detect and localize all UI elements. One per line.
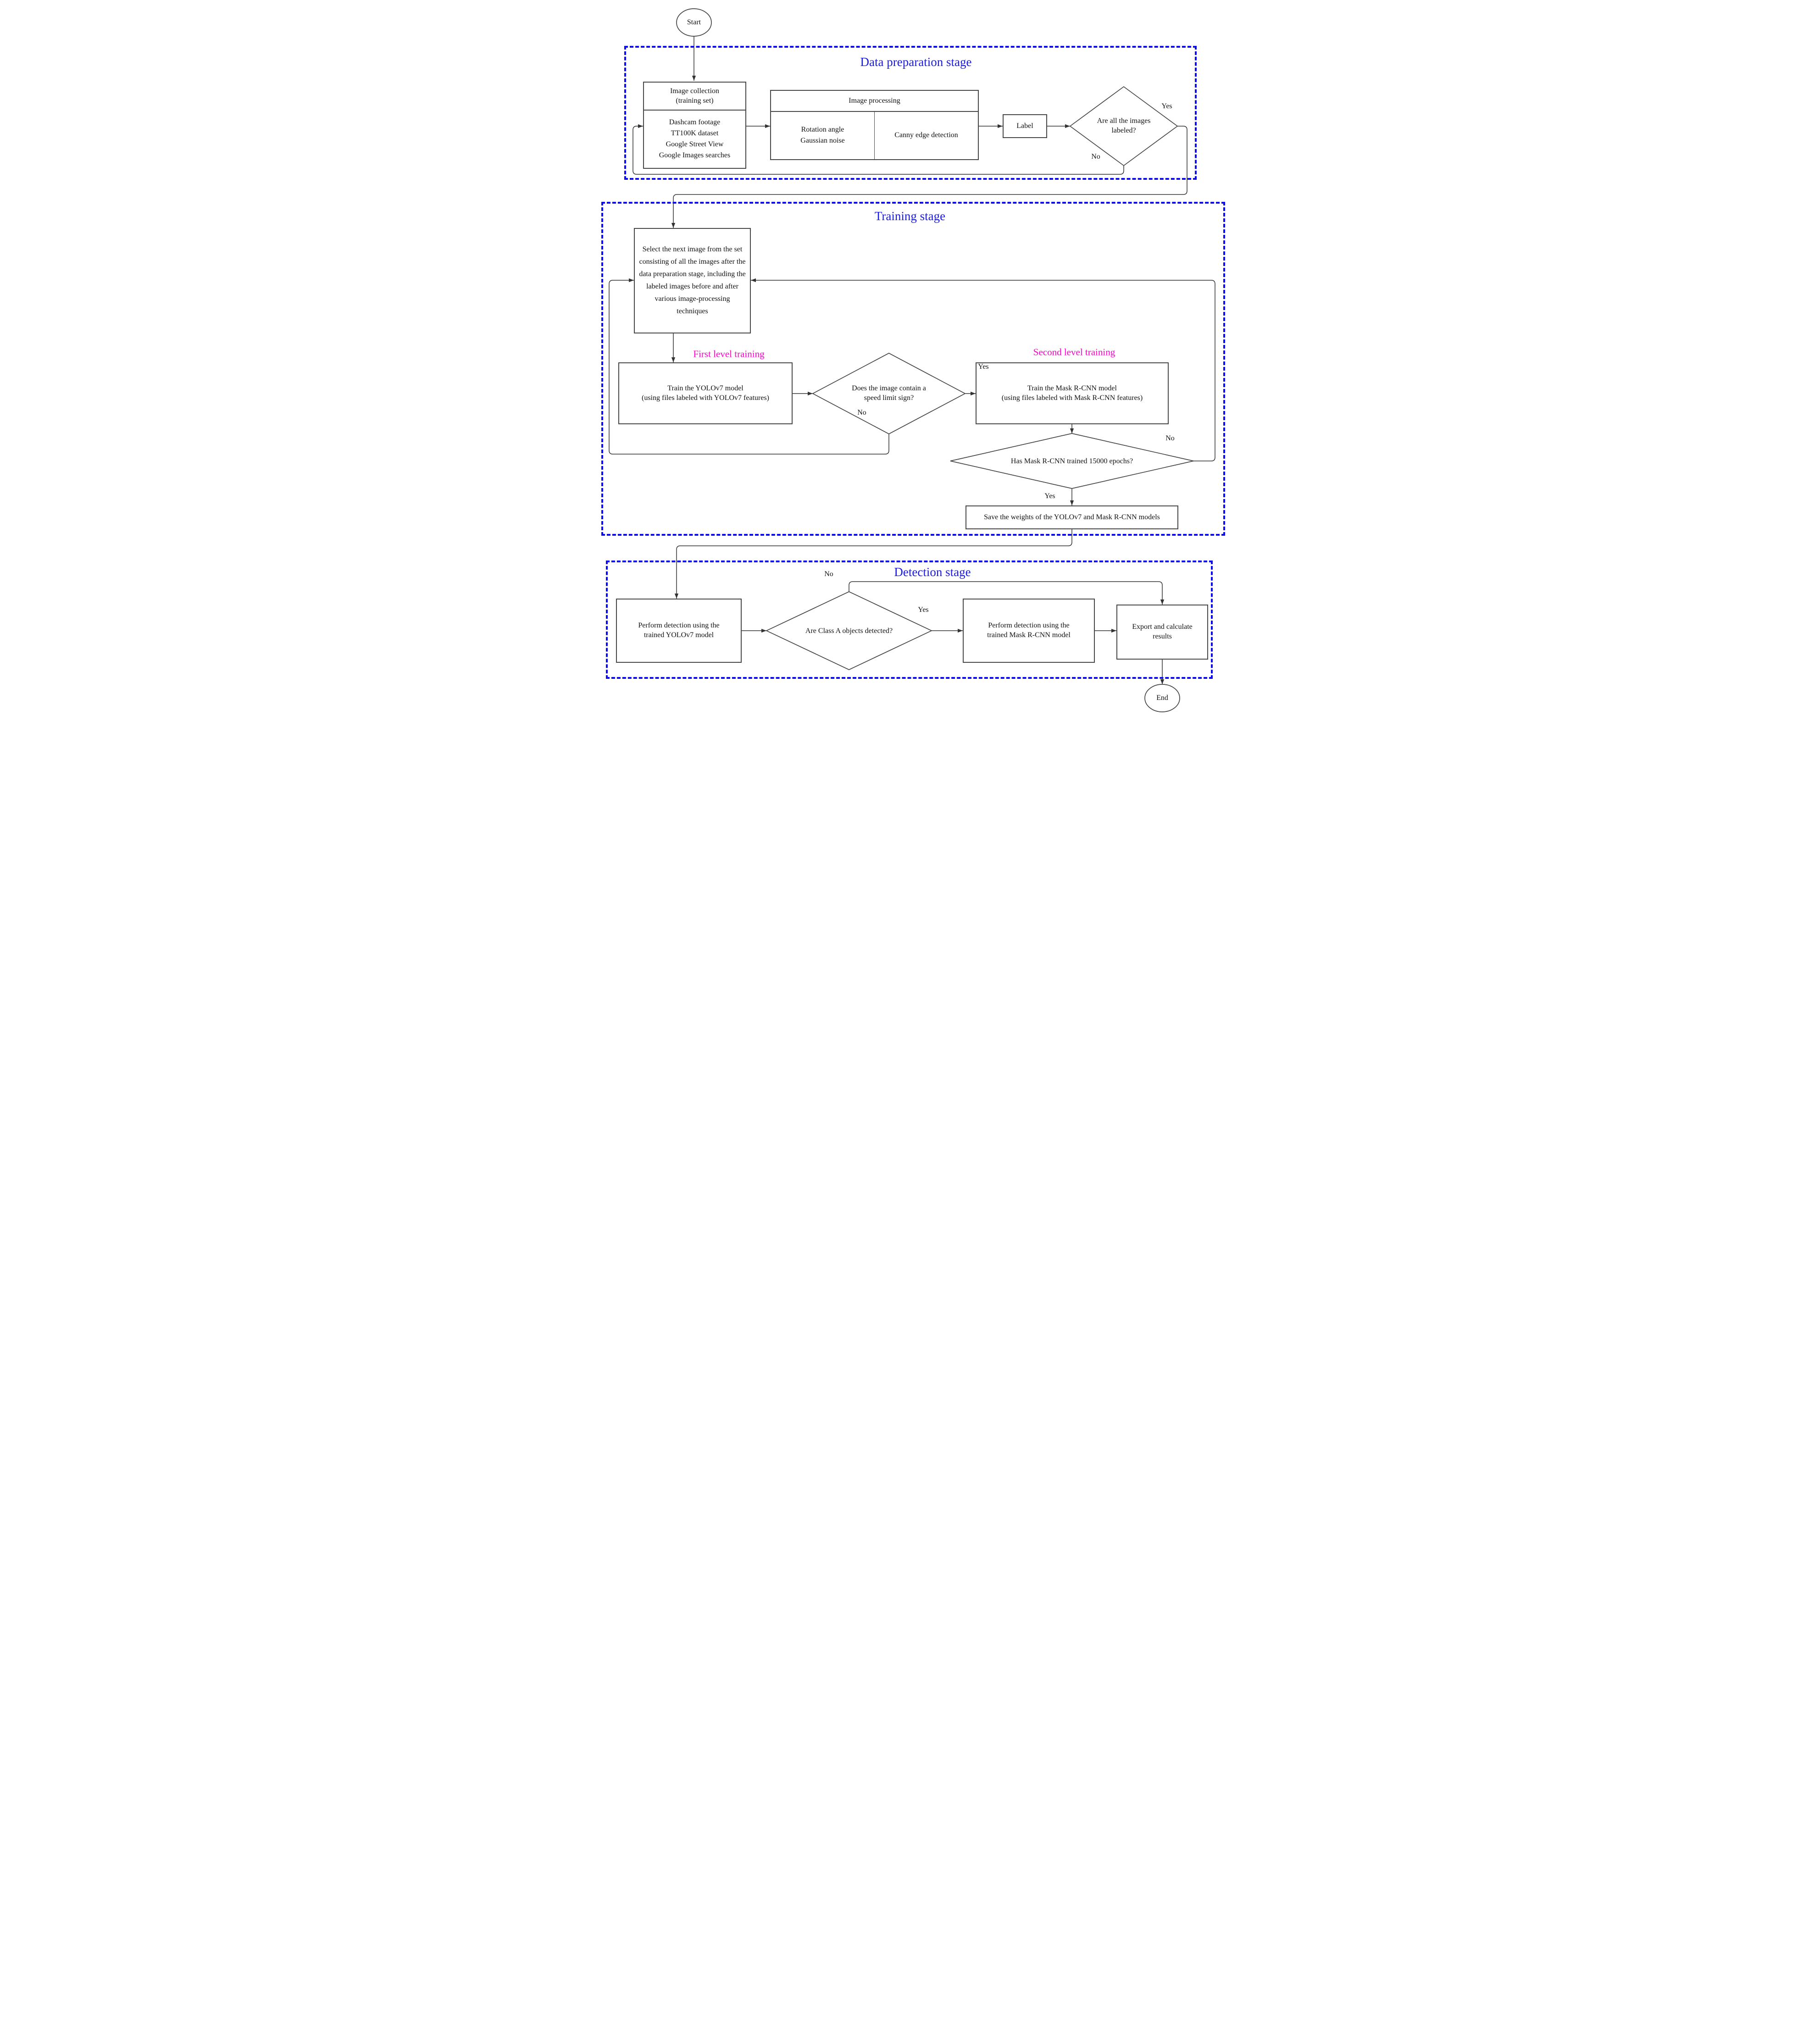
train-yolov7-line1: Train the YOLOv7 model — [667, 384, 744, 392]
edge-label-speed-limit-yes: Yes — [978, 363, 989, 371]
edge-speed-no-loop — [609, 278, 889, 455]
classa-decision-diamond — [766, 591, 932, 670]
node-select-next-image: Select the next image from the set consi… — [634, 228, 751, 333]
second-level-training-label: Second level training — [1033, 346, 1115, 358]
train-yolov7-line2: (using files labeled with YOLOv7 feature… — [642, 394, 769, 402]
node-image-processing: Image processing Rotation angle Gaussian… — [770, 90, 979, 160]
image-processing-header: Image processing — [771, 91, 978, 112]
image-source-item: Dashcam footage — [669, 118, 721, 127]
label-node-text: Label — [1016, 122, 1033, 130]
select-next-image-text: Select the next image from the set consi… — [639, 245, 746, 315]
save-weights-text: Save the weights of the YOLOv7 and Mask … — [984, 513, 1160, 521]
stage-detection: Detection stage — [606, 561, 1213, 679]
edge-all-labeled-yes-to-select — [671, 126, 1187, 228]
edge-label-epochs-no: No — [1165, 434, 1175, 442]
train-mask-rcnn-line1: Train the Mask R-CNN model — [1027, 384, 1117, 392]
train-mask-rcnn-line2: (using files labeled with Mask R-CNN fea… — [1001, 394, 1143, 402]
image-collection-header-line1: Image collection — [670, 87, 720, 95]
image-collection-sources: Dashcam footage TT100K dataset Google St… — [644, 111, 745, 168]
detect-mask-rcnn-line2: trained Mask R-CNN model — [987, 631, 1071, 639]
processing-technique: Gaussian noise — [800, 137, 845, 144]
speed-limit-decision-diamond — [812, 353, 966, 434]
edge-label-class-a-no: No — [824, 570, 833, 578]
stage-title-data-preparation: Data preparation stage — [860, 55, 972, 69]
node-train-mask-rcnn: Train the Mask R-CNN model (using files … — [976, 362, 1169, 424]
image-collection-header-line2: (training set) — [676, 96, 714, 105]
node-detect-mask-rcnn: Perform detection using the trained Mask… — [963, 599, 1095, 663]
all-labeled-decision-diamond — [1069, 86, 1178, 167]
first-level-training-label: First level training — [693, 348, 765, 360]
image-processing-cell-rotation-noise: Rotation angle Gaussian noise — [771, 112, 875, 159]
edge-label-class-a-yes: Yes — [918, 606, 929, 614]
node-train-yolov7: Train the YOLOv7 model (using files labe… — [618, 362, 793, 424]
start-terminal-ellipse — [676, 8, 712, 37]
detect-yolov7-line1: Perform detection using the — [638, 622, 720, 630]
processing-technique: Rotation angle — [801, 126, 844, 134]
end-terminal-label: End — [1156, 694, 1168, 702]
image-processing-cell-canny: Canny edge detection — [875, 112, 978, 159]
edge-label-speed-limit-no: No — [857, 409, 866, 416]
decision-class-a-detected: Are Class A objects detected? — [805, 627, 893, 635]
node-save-weights: Save the weights of the YOLOv7 and Mask … — [965, 505, 1178, 529]
edge-classa-no-loop — [849, 581, 1165, 605]
export-results-line1: Export and calculate — [1132, 623, 1193, 631]
stage-title-training: Training stage — [874, 209, 946, 223]
stage-title-detection: Detection stage — [894, 565, 971, 579]
image-source-item: Google Images searches — [659, 151, 731, 159]
node-detect-yolov7: Perform detection using the trained YOLO… — [616, 599, 742, 663]
end-terminal-ellipse — [1144, 684, 1180, 712]
edge-label-all-labeled-yes: Yes — [1161, 102, 1172, 110]
image-collection-header: Image collection (training set) — [644, 83, 745, 111]
image-processing-cells: Rotation angle Gaussian noise Canny edge… — [771, 112, 978, 159]
edge-label-all-labeled-no: No — [1091, 153, 1100, 161]
edge-all-labeled-no-loop — [633, 124, 1124, 175]
detect-yolov7-line2: trained YOLOv7 model — [644, 631, 714, 639]
image-source-item: TT100K dataset — [671, 129, 719, 138]
node-image-collection: Image collection (training set) Dashcam … — [643, 82, 746, 169]
node-export-results: Export and calculate results — [1116, 605, 1208, 660]
image-source-item: Google Street View — [666, 140, 724, 148]
detect-mask-rcnn-line1: Perform detection using the — [988, 622, 1070, 630]
flowchart-canvas: Data preparation stage Training stage De… — [591, 0, 1229, 713]
decision-speed-limit-sign: Does the image contain a speed limit sig… — [852, 384, 926, 402]
stage-data-preparation: Data preparation stage — [624, 46, 1197, 180]
processing-technique: Canny edge detection — [894, 131, 958, 139]
node-label: Label — [1003, 114, 1047, 138]
start-terminal-label: Start — [687, 18, 701, 26]
edge-save-to-detect-yolo — [674, 529, 1072, 599]
decision-epochs-trained: Has Mask R-CNN trained 15000 epochs? — [1010, 457, 1133, 465]
edge-label-epochs-yes: Yes — [1044, 492, 1055, 500]
export-results-line2: results — [1153, 633, 1172, 640]
stage-training: Training stage — [601, 202, 1225, 536]
edge-epochs-no-loop — [751, 278, 1215, 461]
epochs-decision-diamond — [950, 433, 1194, 489]
decision-all-images-labeled: Are all the images labeled? — [1097, 117, 1151, 134]
connector-layer — [609, 8, 1215, 712]
